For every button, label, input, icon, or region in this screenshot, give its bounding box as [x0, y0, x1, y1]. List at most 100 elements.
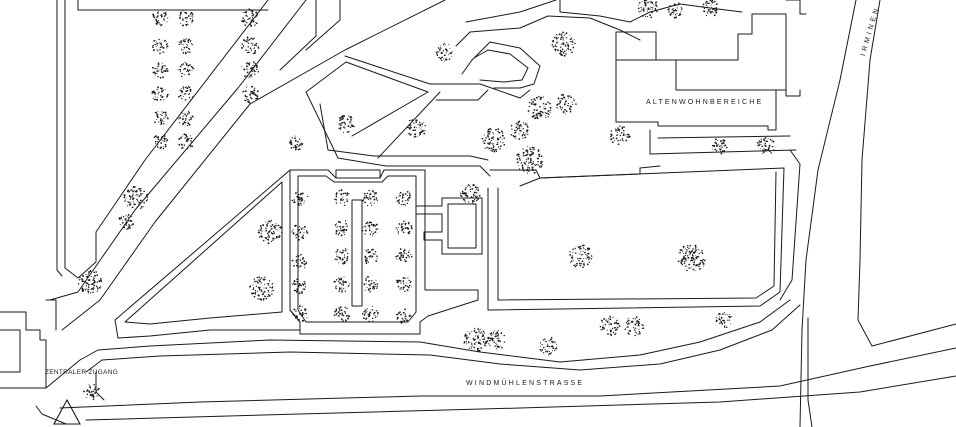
tree-stipple: [552, 347, 555, 350]
tree-stipple: [247, 18, 249, 20]
tree-stipple: [497, 141, 499, 143]
tree-stipple: [496, 150, 498, 153]
tree-stipple: [520, 124, 522, 126]
tree-stipple: [694, 244, 697, 247]
tree-stipple: [549, 102, 551, 105]
tree-stipple: [711, 144, 714, 147]
tree-stipple: [182, 18, 184, 20]
tree-stipple: [397, 233, 400, 235]
tree-stipple: [276, 236, 278, 239]
tree-stipple: [401, 225, 404, 228]
tree-stipple: [342, 262, 345, 265]
tree-stipple: [363, 283, 365, 285]
tree-stipple: [685, 259, 687, 261]
tree-stipple: [255, 70, 257, 72]
tree-stipple: [477, 187, 479, 189]
tree-stipple: [341, 259, 343, 261]
loop-road-link: [455, 15, 641, 47]
tree-stipple: [401, 229, 403, 232]
tree-stipple: [256, 68, 258, 71]
tree-stipple: [86, 275, 88, 278]
tree-stipple: [260, 282, 262, 284]
tree-stipple: [278, 224, 280, 227]
tree-stipple: [715, 7, 718, 9]
tree-stipple: [271, 224, 274, 226]
tree-stipple: [166, 93, 169, 96]
tree-stipple: [690, 256, 693, 259]
tree-stipple: [682, 252, 684, 254]
tree-stipple: [764, 145, 767, 148]
tree-stipple: [85, 396, 87, 398]
tree-stipple: [373, 202, 375, 204]
tree-stipple: [337, 220, 340, 223]
tree-stipple: [301, 314, 303, 317]
tree-stipple: [184, 137, 186, 139]
tree-stipple: [549, 109, 552, 112]
tree-stipple: [562, 31, 565, 34]
tree-stipple: [522, 151, 525, 154]
tree-stipple: [185, 86, 187, 89]
tree-stipple: [616, 319, 618, 322]
tree-stipple: [183, 144, 186, 146]
tree-stipple: [182, 49, 184, 51]
tree-stipple: [341, 258, 344, 261]
tree-stipple: [180, 41, 182, 44]
plan-marks: [53, 398, 81, 425]
tree-stipple: [267, 289, 270, 292]
tree-stipple: [720, 145, 722, 147]
tree-stipple: [460, 195, 463, 198]
tree-stipple: [252, 92, 254, 95]
tree-stipple: [724, 325, 726, 327]
tree-stipple: [487, 338, 489, 340]
tree-stipple: [126, 222, 128, 225]
tree-stipple: [679, 13, 682, 16]
tree-stipple: [472, 337, 474, 339]
tree-stipple: [293, 200, 295, 202]
tree-stipple: [679, 252, 681, 254]
tree-stipple: [537, 161, 539, 163]
tree-stipple: [91, 287, 93, 290]
tree-stipple: [371, 309, 374, 311]
tree-stipple: [531, 153, 534, 155]
tree-stipple: [249, 93, 252, 96]
tree-stipple: [159, 46, 162, 48]
label-windmuehlenstrasse: WINDMÜHLENSTRASSE: [466, 380, 585, 387]
tree-stipple: [690, 250, 693, 253]
tree-stipple: [635, 316, 638, 318]
tree-stipple: [361, 312, 364, 315]
tree-stipple: [581, 253, 583, 255]
tree-stipple: [366, 286, 368, 288]
tree-stipple: [643, 1, 646, 4]
tree-stipple: [463, 191, 466, 194]
tree-stipple: [82, 275, 85, 277]
tree-stipple: [145, 194, 148, 196]
tree-stipple: [161, 139, 163, 141]
tree-stipple: [403, 223, 405, 225]
tree-stipple: [577, 257, 579, 260]
tree-stipple: [88, 390, 91, 393]
tree-stipple: [709, 8, 711, 11]
tree-stipple: [247, 62, 249, 64]
tree-stipple: [244, 75, 246, 77]
tree-stipple: [93, 287, 95, 289]
tree-stipple: [186, 46, 188, 49]
tree-stipple: [89, 388, 91, 390]
tree-stipple: [403, 259, 406, 261]
tree-stipple: [335, 314, 337, 316]
tree-stipple: [93, 388, 96, 391]
tree-stipple: [251, 12, 254, 15]
tree-stipple: [182, 44, 184, 46]
tree-stipple: [185, 99, 187, 101]
tree-stipple: [129, 201, 131, 204]
tree-stipple: [573, 99, 575, 102]
tree-stipple: [515, 130, 517, 132]
tree-stipple: [560, 34, 563, 36]
tree-stipple: [582, 247, 584, 249]
tree-stipple: [303, 280, 306, 283]
tree-stipple: [93, 281, 96, 283]
tree-stipple: [602, 328, 604, 330]
tree-stipple: [305, 230, 308, 232]
tree-stipple: [465, 192, 467, 195]
tree-stipple: [395, 227, 397, 229]
tree-stipple: [645, 0, 647, 2]
